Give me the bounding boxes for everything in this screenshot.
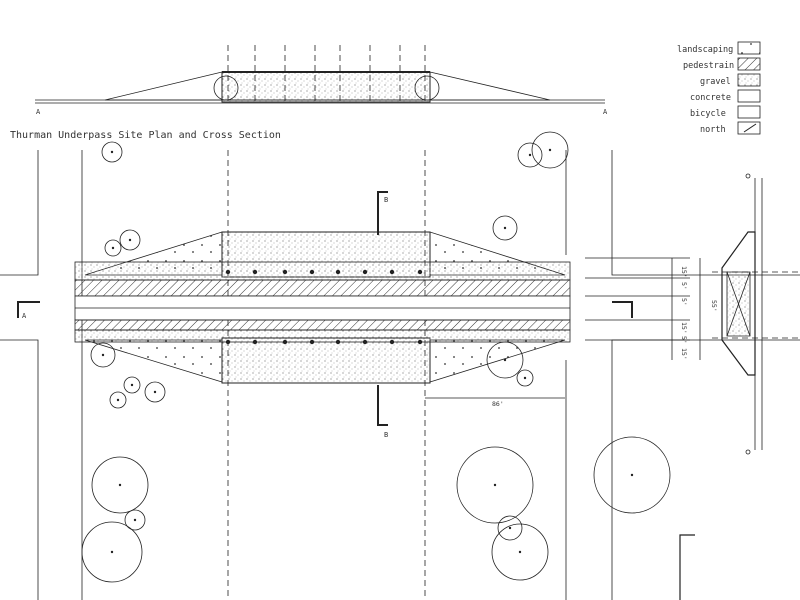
section-underpass-box — [221, 71, 431, 103]
section-mark-right: A — [603, 108, 608, 116]
section-mark-left: A — [36, 108, 41, 116]
tree — [517, 142, 543, 168]
tree — [124, 509, 146, 531]
column-dot — [362, 269, 368, 275]
section-mark-a-left: A — [22, 312, 27, 320]
berm-se — [429, 339, 566, 383]
tree — [144, 381, 166, 403]
section-cut-b: B B — [377, 191, 388, 439]
column-dot — [389, 269, 395, 275]
section-mark-b-bottom: B — [384, 431, 388, 439]
tree — [486, 341, 524, 379]
tree — [531, 131, 569, 169]
legend-label-landscaping: landscaping — [677, 45, 733, 55]
tree — [456, 446, 534, 524]
legend-label-pedestrain: pedestrain — [683, 61, 734, 71]
tree — [101, 141, 123, 163]
pedestrian-path-south — [74, 319, 571, 331]
landscaping-swatch-icon — [737, 41, 761, 55]
concrete-swatch-icon — [737, 89, 761, 103]
section-tree-right — [414, 75, 440, 101]
dimension-86-label: 86' — [492, 400, 504, 408]
side-section — [712, 173, 800, 455]
dim-label-1: 15' — [680, 266, 688, 278]
tree — [104, 239, 122, 257]
tree — [109, 391, 127, 409]
dim-label-4: 15' — [680, 322, 688, 334]
dim-label-3: 5' — [680, 298, 688, 306]
bicycle-lane — [74, 295, 571, 321]
legend-label-bicycle: bicycle — [690, 109, 726, 119]
section-cut-a: A — [17, 301, 633, 320]
tree — [593, 436, 671, 514]
trees — [81, 131, 671, 583]
column-dot — [309, 339, 315, 345]
dim-label-6: 15' — [680, 348, 688, 360]
tree — [491, 523, 549, 581]
column-dot — [282, 339, 288, 345]
tree — [119, 229, 141, 251]
bicycle-swatch-icon — [737, 105, 761, 119]
tree — [497, 515, 523, 541]
column-dots — [225, 269, 423, 345]
column-dot — [252, 269, 258, 275]
tree — [492, 215, 518, 241]
drawing-title: Thurman Underpass Site Plan and Cross Se… — [10, 130, 281, 141]
dim-label-5: 5' — [680, 336, 688, 344]
column-dot — [389, 339, 395, 345]
gravel-band-south — [74, 329, 571, 343]
pedestrian-swatch-icon — [737, 57, 761, 71]
column-dot — [335, 269, 341, 275]
column-dot — [362, 339, 368, 345]
site-plan: B B A 86' 15' 5' 5' 15' 5' — [0, 131, 800, 600]
dim-label-2: 5' — [680, 282, 688, 290]
gravel-south — [221, 337, 431, 384]
legend-label-concrete: concrete — [690, 93, 731, 103]
dimension-strip: 15' 5' 5' 15' 5' 15' 55' — [585, 257, 718, 360]
tree — [90, 342, 116, 368]
column-dot — [225, 339, 231, 345]
tree — [91, 456, 149, 514]
corner-mark — [679, 534, 695, 600]
column-dot — [417, 339, 423, 345]
gravel-swatch-icon — [737, 73, 761, 87]
berm-sw — [84, 339, 223, 383]
section-tree-left — [213, 75, 239, 101]
gravel-band-north — [74, 261, 571, 281]
legend: landscaping pedestrain gravel concrete b… — [677, 41, 761, 135]
column-dot — [335, 339, 341, 345]
column-dot — [252, 339, 258, 345]
dim-label-total: 55' — [710, 300, 718, 312]
column-dot — [225, 269, 231, 275]
section-mark-b-top: B — [384, 196, 388, 204]
pedestrian-path-north — [74, 279, 571, 297]
north-arrow-icon — [737, 121, 761, 135]
legend-label-north: north — [700, 125, 726, 135]
column-dot — [282, 269, 288, 275]
cross-section: A A — [35, 45, 608, 116]
column-dot — [417, 269, 423, 275]
tree — [81, 521, 143, 583]
legend-label-gravel: gravel — [700, 77, 731, 87]
column-dot — [309, 269, 315, 275]
tree — [123, 376, 141, 394]
dimension-86: 86' — [425, 397, 565, 408]
tree — [516, 369, 534, 387]
